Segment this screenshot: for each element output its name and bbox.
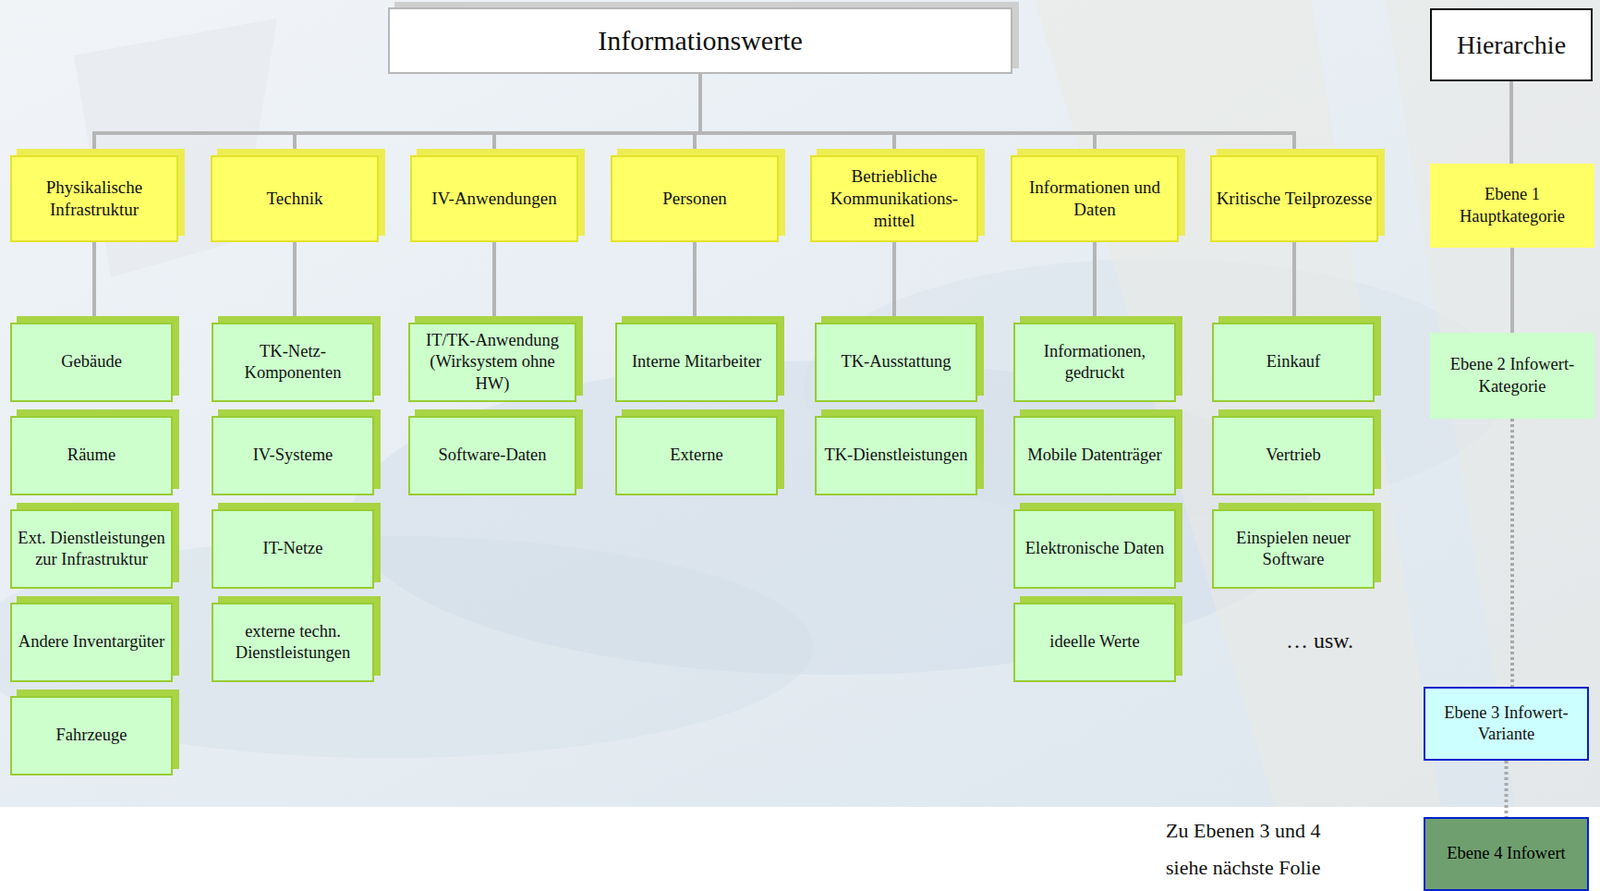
box-label: Einspielen neuer Software xyxy=(1216,527,1370,570)
box-label: Einkauf xyxy=(1216,351,1370,373)
subcategory-box: Fahrzeuge xyxy=(10,695,173,776)
subcategory-box: Ext. Dienstleistungen zur Infrastruktur xyxy=(10,509,173,589)
box-label: TK-Dienstleistungen xyxy=(819,444,973,466)
box-label: externe techn. Dienstleistungen xyxy=(216,620,370,664)
connector-line xyxy=(692,242,697,323)
main-category-box: Technik xyxy=(210,155,379,243)
connector-line xyxy=(700,73,895,156)
subcategory-box: Externe xyxy=(615,415,778,496)
main-category-box: Betriebliche Kommunikations- mittel xyxy=(810,155,979,243)
box-label: Informationen, gedruckt xyxy=(1018,340,1172,384)
main-category-box: Physikalische Infrastruktur xyxy=(10,155,179,243)
box-label: Betriebliche Kommunikations- mittel xyxy=(814,165,974,231)
box-label: Informationen und Daten xyxy=(1015,176,1175,221)
connector-line xyxy=(1292,242,1297,323)
subcategory-box: Gebäude xyxy=(10,322,173,402)
box-label: Elektronische Daten xyxy=(1018,537,1172,559)
connector-line xyxy=(1510,247,1515,333)
box-label: Ext. Dienstleistungen zur Infrastruktur xyxy=(14,527,169,570)
subcategory-box: TK-Ausstattung xyxy=(814,322,978,402)
box-label: Ebene 2 Infowert-Kategorie xyxy=(1432,353,1592,397)
box-label: Fahrzeuge xyxy=(14,724,169,746)
box-label: Technik xyxy=(215,187,375,210)
box-label: Mobile Datenträger xyxy=(1018,444,1172,466)
subcategory-box: IV-Systeme xyxy=(211,415,375,496)
connector-line xyxy=(1092,242,1097,323)
level-box: Ebene 4 Infowert xyxy=(1423,816,1589,891)
level-box: Ebene 3 Infowert-Variante xyxy=(1423,686,1589,761)
box-label: Vertrieb xyxy=(1216,444,1370,466)
connector-line xyxy=(1509,81,1514,164)
subcategory-box: Räume xyxy=(10,415,173,496)
subcategory-box: Interne Mitarbeiter xyxy=(615,322,778,402)
sail-shape xyxy=(1034,0,1442,807)
box-label: Gebäude xyxy=(14,351,169,373)
connector-line xyxy=(1504,760,1509,817)
box-label: Ebene 1 Hauptkategorie xyxy=(1432,183,1592,227)
continuation-note: … usw. xyxy=(1285,628,1354,654)
main-category-box: Personen xyxy=(610,155,779,243)
box-label: Ebene 4 Infowert xyxy=(1428,842,1585,864)
subcategory-box: IT-Netze xyxy=(211,509,375,589)
box-label: Externe xyxy=(619,444,774,466)
connector-line xyxy=(494,73,701,156)
subcategory-box: IT/TK-Anwendung (Wirksystem ohne HW) xyxy=(408,322,577,402)
subcategory-box: Vertrieb xyxy=(1212,415,1375,496)
main-category-box: IV-Anwendungen xyxy=(410,155,579,243)
main-category-box: Informationen und Daten xyxy=(1010,155,1179,243)
box-label: TK-Netz- Komponenten xyxy=(216,340,370,384)
box-label: Andere Inventargüter xyxy=(14,630,169,653)
connector-line xyxy=(892,242,897,323)
box-label: Software-Daten xyxy=(412,444,572,466)
connector-line xyxy=(1510,418,1515,687)
connector-line xyxy=(294,73,701,156)
connector-line xyxy=(700,73,1095,156)
box-label: ideelle Werte xyxy=(1018,630,1172,653)
hierarchy-header-box: Hierarchie xyxy=(1430,8,1593,82)
subcategory-box: Informationen, gedruckt xyxy=(1013,322,1176,402)
connector-line xyxy=(92,242,97,323)
subcategory-box: Andere Inventargüter xyxy=(10,602,173,682)
level-box: Ebene 2 Infowert-Kategorie xyxy=(1430,332,1595,419)
box-label: Interne Mitarbeiter xyxy=(619,351,774,373)
box-label: TK-Ausstattung xyxy=(819,351,973,373)
connector-line xyxy=(700,73,1295,156)
subcategory-box: Einspielen neuer Software xyxy=(1212,509,1375,589)
main-category-box: Kritische Teilprozesse xyxy=(1210,155,1379,243)
connector-line xyxy=(492,242,497,323)
subcategory-box: Mobile Datenträger xyxy=(1013,415,1176,496)
connector-line xyxy=(94,73,701,156)
subcategory-box: Elektronische Daten xyxy=(1013,509,1176,589)
box-label: Hierarchie xyxy=(1434,28,1588,61)
subcategory-box: TK-Netz- Komponenten xyxy=(211,322,375,402)
subcategory-box: Software-Daten xyxy=(408,415,577,496)
subcategory-box: ideelle Werte xyxy=(1013,602,1176,682)
level-box: Ebene 1 Hauptkategorie xyxy=(1430,163,1595,248)
subcategory-box: Einkauf xyxy=(1212,322,1375,402)
subcategory-box: TK-Dienstleistungen xyxy=(814,415,978,496)
root-box: Informationswerte xyxy=(387,7,1013,74)
box-label: Kritische Teilprozesse xyxy=(1214,187,1374,210)
slide-note: siehe nächste Folie xyxy=(1165,855,1321,880)
box-label: Physikalische Infrastruktur xyxy=(14,176,174,221)
connector-line xyxy=(292,242,297,323)
box-label: IV-Systeme xyxy=(216,444,370,466)
box-label: IT/TK-Anwendung (Wirksystem ohne HW) xyxy=(412,329,572,394)
box-label: Ebene 3 Infowert-Variante xyxy=(1428,702,1585,745)
sail-shape xyxy=(1385,0,1600,807)
white-footer xyxy=(0,806,1600,891)
box-label: IT-Netze xyxy=(216,537,370,559)
box-label: Informationswerte xyxy=(392,23,1008,59)
box-label: Räume xyxy=(14,444,169,466)
subcategory-box: externe techn. Dienstleistungen xyxy=(211,602,375,682)
box-label: IV-Anwendungen xyxy=(414,187,574,210)
box-label: Personen xyxy=(615,187,775,210)
slide-note: Zu Ebenen 3 und 4 xyxy=(1165,818,1321,843)
